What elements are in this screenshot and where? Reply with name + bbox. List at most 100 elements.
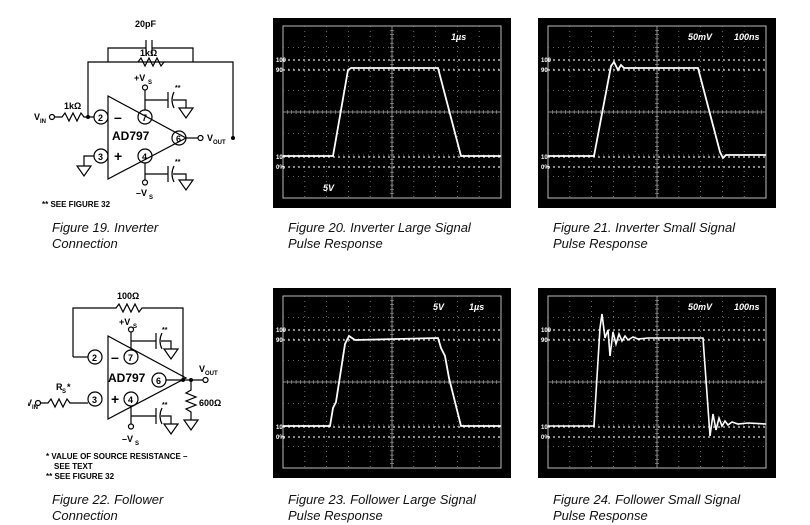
pos-supply-sub-label: S	[148, 80, 152, 86]
follower-notes: * VALUE OF SOURCE RESISTANCE – SEE TEXT …	[46, 452, 188, 482]
pos-supply-label: +V	[119, 317, 130, 327]
label-100: 100	[541, 328, 552, 334]
label-90: 90	[276, 68, 283, 74]
note-line3: ** SEE FIGURE 32	[46, 472, 115, 481]
pin2-label: 2	[92, 353, 97, 363]
scope-fig23: 100 90 10 0% 5V 1µs	[273, 288, 511, 478]
pin3-label: 3	[98, 152, 103, 162]
figure21-caption: Figure 21. Inverter Small Signal Pulse R…	[553, 220, 735, 252]
note-line2: SEE TEXT	[54, 462, 93, 471]
vout-label: V	[207, 133, 213, 143]
feedback-resistor-label: 100Ω	[117, 291, 139, 301]
volt-div-label: 50mV	[688, 302, 713, 312]
label-0: 0%	[541, 435, 550, 441]
stars-top: **	[175, 85, 181, 92]
inverting-sign: –	[114, 109, 122, 125]
volt-div-label: 5V	[433, 302, 445, 312]
label-90: 90	[541, 68, 548, 74]
figure21-caption-line1: Figure 21. Inverter Small Signal	[553, 220, 736, 235]
figure24-caption-line1: Figure 24. Follower Small Signal	[553, 492, 741, 507]
note-line1: * VALUE OF SOURCE RESISTANCE –	[46, 452, 188, 461]
neg-supply-label: –V	[122, 434, 133, 444]
pos-supply-sub-label: S	[133, 324, 137, 330]
figure22-caption: Figure 22. Follower Connection	[52, 492, 163, 524]
figure23-caption: Figure 23. Follower Large Signal Pulse R…	[288, 492, 476, 524]
stars-top: **	[162, 327, 168, 334]
source-resistor-label: R	[56, 382, 63, 392]
vin-label: V	[28, 398, 32, 408]
label-10: 10	[276, 425, 283, 431]
figure24-caption-line2: Pulse Response	[553, 508, 648, 523]
pin7-label: 7	[142, 113, 147, 123]
amp-name-label: AD797	[112, 129, 150, 143]
vin-sub-label: IN	[32, 405, 38, 411]
stars-bottom: **	[162, 402, 168, 409]
noninverting-sign: +	[114, 148, 122, 164]
label-10: 10	[541, 155, 548, 161]
stars-bottom: **	[175, 159, 181, 166]
cap-value-label: 20pF	[135, 19, 157, 29]
label-0: 0%	[541, 165, 550, 171]
follower-schematic: 100Ω R S * V IN V OUT 600Ω AD797 +V S –V…	[28, 291, 221, 447]
pos-supply-label: +V	[134, 73, 145, 83]
pin7-label: 7	[128, 353, 133, 363]
label-90: 90	[541, 338, 548, 344]
scope-fig24: 100 90 10 0% 50mV 100ns	[538, 288, 776, 478]
label-90: 90	[276, 338, 283, 344]
neg-supply-label: –V	[136, 188, 147, 198]
waveform-trace	[283, 67, 501, 157]
scope-fig21: 100 90 10 0% 50mV 100ns	[538, 18, 776, 208]
input-resistor-label: 1kΩ	[64, 101, 81, 111]
figure23-caption-line2: Pulse Response	[288, 508, 383, 523]
source-resistor-sub-label: S	[62, 389, 66, 395]
label-10: 10	[276, 155, 283, 161]
vout-sub-label: OUT	[213, 140, 226, 146]
noninverting-sign: +	[111, 391, 119, 407]
figure19-caption: Figure 19. Inverter Connection	[52, 220, 158, 252]
volt-div-label: 50mV	[688, 32, 713, 42]
time-div-label: 1µs	[451, 32, 466, 42]
pin4-label: 4	[128, 395, 133, 405]
label-100: 100	[276, 328, 287, 334]
time-div-label: 100ns	[734, 302, 760, 312]
load-resistor-label: 600Ω	[199, 398, 221, 408]
pin2-label: 2	[98, 113, 103, 123]
vin-label: V	[34, 112, 40, 122]
figure20-caption: Figure 20. Inverter Large Signal Pulse R…	[288, 220, 471, 252]
figure20-caption-line1: Figure 20. Inverter Large Signal	[288, 220, 471, 235]
schematic-note: ** SEE FIGURE 32	[42, 200, 111, 209]
neg-supply-sub-label: S	[135, 441, 139, 447]
time-div-label: 100ns	[734, 32, 760, 42]
pin6-label: 6	[176, 134, 181, 144]
waveform-trace	[283, 334, 501, 427]
figure24-caption: Figure 24. Follower Small Signal Pulse R…	[553, 492, 740, 524]
inverter-schematic: 20pF 1kΩ 1kΩ V IN V OUT AD797 +V S –V S …	[34, 19, 235, 201]
figure22-caption-line1: Figure 22. Follower	[52, 492, 164, 507]
waveform-trace	[548, 313, 767, 437]
label-10: 10	[541, 425, 548, 431]
vin-sub-label: IN	[40, 119, 46, 125]
pin6-label: 6	[156, 376, 161, 386]
pin4-label: 4	[142, 152, 147, 162]
label-0: 0%	[276, 435, 285, 441]
inverting-sign: –	[111, 349, 119, 365]
figure20-caption-line2: Pulse Response	[288, 236, 383, 251]
label-0: 0%	[276, 165, 285, 171]
neg-supply-sub-label: S	[149, 195, 153, 201]
time-div-label: 1µs	[469, 302, 484, 312]
amp-name-label: AD797	[108, 371, 146, 385]
label-100: 100	[541, 58, 552, 64]
figure19-caption-line1: Figure 19. Inverter	[52, 220, 159, 235]
vout-label: V	[199, 364, 205, 374]
figure19-caption-line2: Connection	[52, 236, 118, 251]
volt-div-label: 5V	[323, 183, 335, 193]
scope-fig20: 100 90 10 0% 1µs 5V	[273, 18, 511, 208]
figure21-caption-line2: Pulse Response	[553, 236, 648, 251]
figure22-caption-line2: Connection	[52, 508, 118, 523]
pin3-label: 3	[92, 395, 97, 405]
figure23-caption-line1: Figure 23. Follower Large Signal	[288, 492, 476, 507]
label-100: 100	[276, 58, 287, 64]
vout-sub-label: OUT	[205, 371, 218, 377]
feedback-resistor-label: 1kΩ	[140, 48, 157, 58]
source-star-label: *	[67, 382, 71, 392]
